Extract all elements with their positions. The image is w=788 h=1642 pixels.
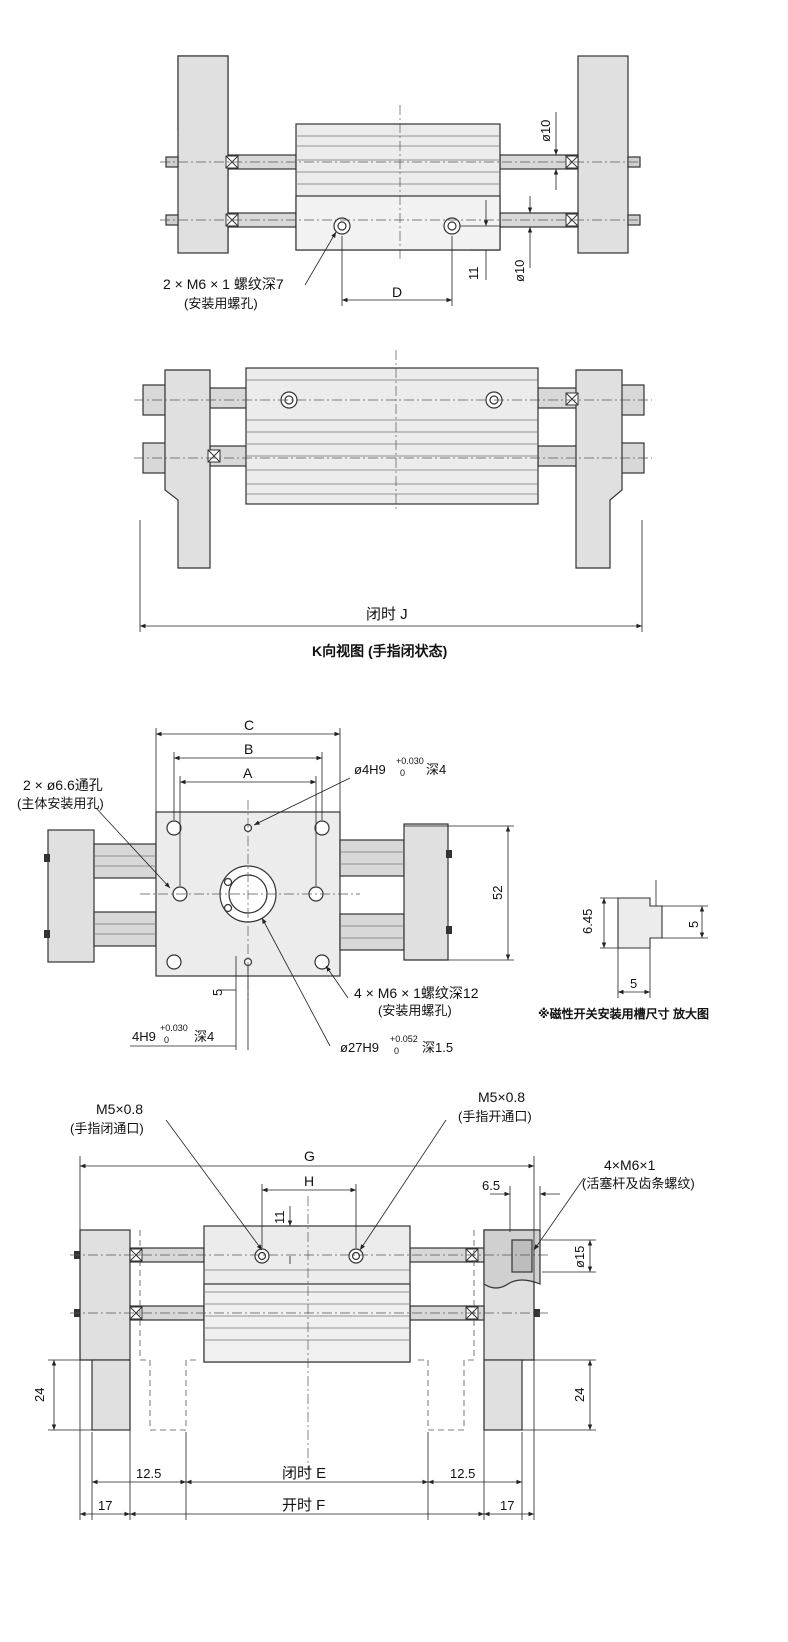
hole-note: 2 × ø6.6通孔 <box>23 777 103 793</box>
dim-24-left: 24 <box>32 1388 47 1402</box>
top-view-centerlines <box>160 105 640 262</box>
dim-d: D <box>392 284 402 300</box>
dim-11-front: 11 <box>272 1211 287 1225</box>
slot-caption: ※磁性开关安装用槽尺寸 放大图 <box>538 1006 709 1021</box>
k-view-dims <box>139 520 643 632</box>
dim-17-right: 17 <box>500 1498 514 1513</box>
top-view <box>165 55 641 254</box>
m5-right-sub: (手指开通口) <box>458 1109 532 1124</box>
bore: ø27H9 <box>340 1040 379 1055</box>
pin-bottom-depth: 深4 <box>194 1029 214 1044</box>
front-view-centerlines <box>70 1196 550 1470</box>
top-thread-note: 2 × M6 × 1 螺纹深7 <box>163 276 284 292</box>
front-view-hidden <box>139 1230 475 1431</box>
k-view <box>142 367 645 569</box>
phi10-bottom: ø10 <box>512 260 527 282</box>
phi15: ø15 <box>572 1246 587 1268</box>
bore-tol-lower: 0 <box>394 1046 399 1056</box>
top-thread-sub: (安装用螺孔) <box>184 296 258 311</box>
pin-hole-bottom: 4H9 <box>132 1029 156 1044</box>
dim-24-right: 24 <box>572 1388 587 1402</box>
bore-tol-upper: +0.052 <box>390 1034 418 1044</box>
slot-detail-dims <box>600 880 708 998</box>
dim-17-left: 17 <box>98 1498 112 1513</box>
k-view-caption: K向视图 (手指闭状态) <box>312 643 447 659</box>
dim-645: 6.45 <box>580 909 595 934</box>
pin-hole: ø4H9 <box>354 762 386 777</box>
pin-bottom-tol-upper: +0.030 <box>160 1023 188 1033</box>
pin-tol-lower: 0 <box>400 768 405 778</box>
side-view-dims <box>95 728 514 1050</box>
pin-tol-upper: +0.030 <box>396 756 424 766</box>
dim-125-right: 12.5 <box>450 1466 475 1481</box>
phi10-top: ø10 <box>538 120 553 142</box>
k-view-centerlines <box>134 350 652 512</box>
dim-a: A <box>243 765 253 781</box>
dim-125-left: 12.5 <box>136 1466 161 1481</box>
dim-b: B <box>244 741 253 757</box>
open-f: 开时 F <box>282 1497 325 1514</box>
dim-5-bottom: 5 <box>630 976 637 991</box>
dim-c: C <box>244 717 254 733</box>
top-view-dims <box>304 112 559 306</box>
dim-g: G <box>304 1148 315 1164</box>
front-thread-note: 4×M6×1 <box>604 1157 656 1173</box>
front-thread-sub: (活塞杆及齿条螺纹) <box>582 1176 695 1191</box>
dim-h: H <box>304 1173 314 1189</box>
pin-bottom-tol-lower: 0 <box>164 1035 169 1045</box>
pin-depth: 深4 <box>426 762 446 777</box>
dim-52: 52 <box>490 886 505 900</box>
side-thread-sub: (安装用螺孔) <box>378 1003 452 1018</box>
bore-depth: 深1.5 <box>422 1040 453 1055</box>
m5-left-sub: (手指闭通口) <box>70 1121 144 1136</box>
side-thread-note: 4 × M6 × 1螺纹深12 <box>354 985 479 1001</box>
closed-j: 闭时 J <box>366 606 408 623</box>
dim-65: 6.5 <box>482 1178 500 1193</box>
dim-11-top: 11 <box>466 267 481 281</box>
dim-5-right: 5 <box>686 921 701 928</box>
slot-detail <box>617 897 663 949</box>
front-view <box>74 1225 541 1431</box>
hole-sub: (主体安装用孔) <box>17 796 104 811</box>
dim-5-side: 5 <box>210 989 225 996</box>
m5-left: M5×0.8 <box>96 1101 143 1117</box>
front-view-dims <box>48 1119 596 1520</box>
m5-right: M5×0.8 <box>478 1089 525 1105</box>
closed-e: 闭时 E <box>282 1465 326 1482</box>
